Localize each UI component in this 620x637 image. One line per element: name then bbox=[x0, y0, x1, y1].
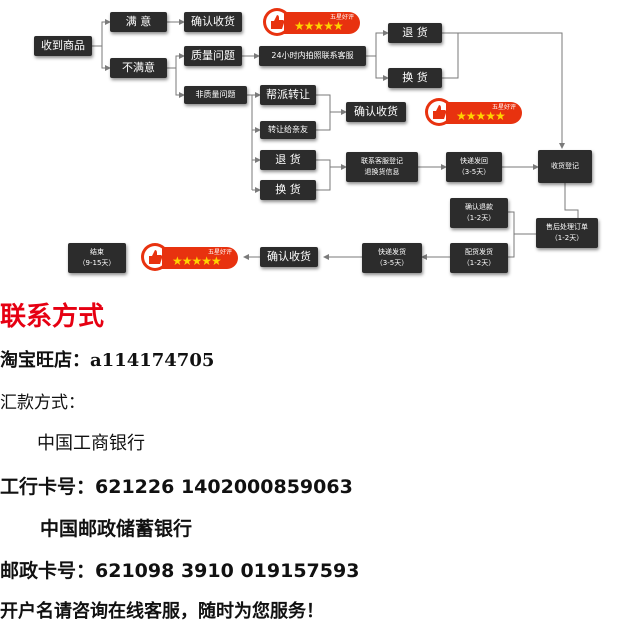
node-confirm-receipt-mid: 确认收货 bbox=[346, 102, 406, 122]
badge-label: 五星好评 bbox=[491, 104, 516, 111]
bank-name-psbc: 中国邮政储蓄银行 bbox=[40, 518, 193, 540]
psbc-card-line: 邮政卡号：621098 3910 019157593 bbox=[0, 556, 359, 583]
shop-label: 淘宝旺店： bbox=[0, 350, 90, 371]
node-confirm-receipt-bottom: 确认收货 bbox=[260, 247, 318, 267]
bank-name-icbc: 中国工商银行 bbox=[37, 433, 145, 454]
node-unsatisfied: 不满意 bbox=[110, 58, 167, 78]
node-express-return: 快递发回 （3-5天） bbox=[446, 152, 502, 182]
node-non-quality-issue: 非质量问题 bbox=[184, 86, 247, 104]
node-express-delivery: 快递发货 （3-5天） bbox=[362, 243, 422, 273]
icbc-card-number: 621226 1402000859063 bbox=[95, 476, 353, 498]
badge-label: 五星好评 bbox=[329, 14, 354, 21]
five-star-badge: 五星好评 ★★★★★ bbox=[140, 242, 240, 272]
node-exchange-top: 换 货 bbox=[388, 68, 442, 88]
five-star-badge: 五星好评 ★★★★★ bbox=[262, 7, 362, 37]
badge-label: 五星好评 bbox=[207, 249, 232, 256]
star-rating: ★★★★★ bbox=[456, 109, 506, 123]
star-rating: ★★★★★ bbox=[294, 19, 344, 33]
psbc-card-number: 621098 3910 019157593 bbox=[95, 560, 360, 582]
node-after-sale-processing: 售后处理订单 （1-2天） bbox=[536, 218, 598, 248]
node-exchange-mid: 换 货 bbox=[260, 180, 316, 200]
icbc-card-label: 工行卡号： bbox=[0, 476, 96, 498]
node-help-transfer: 帮派转让 bbox=[260, 85, 316, 105]
node-confirm-refund: 确认退款 （1-2天） bbox=[450, 198, 508, 228]
node-contact-within-24h: 24小时内拍照联系客服 bbox=[259, 46, 366, 66]
five-star-strip: 五星好评 ★★★★★ bbox=[162, 247, 238, 269]
five-star-strip: 五星好评 ★★★★★ bbox=[446, 102, 522, 124]
node-contact-service-register: 联系客服登记 退换货信息 bbox=[346, 152, 418, 182]
node-transfer-to-friend: 转让给亲友 bbox=[260, 121, 316, 139]
node-receive-goods: 收到商品 bbox=[34, 36, 92, 56]
remit-label: 汇款方式： bbox=[0, 393, 85, 413]
node-return-top: 退 货 bbox=[388, 23, 442, 43]
five-star-badge: 五星好评 ★★★★★ bbox=[424, 97, 524, 127]
contact-heading: 联系方式 bbox=[0, 302, 105, 332]
icbc-card-line: 工行卡号：621226 1402000859063 bbox=[0, 472, 353, 499]
star-rating: ★★★★★ bbox=[172, 254, 222, 268]
node-dispatch: 配货发货 （1-2天） bbox=[450, 243, 508, 273]
shop-line: 淘宝旺店：a114174705 bbox=[0, 346, 214, 372]
psbc-card-label: 邮政卡号： bbox=[0, 560, 96, 582]
node-satisfied: 满 意 bbox=[110, 12, 167, 32]
after-sale-flowchart: 收到商品 满 意 不满意 确认收货 质量问题 24小时内拍照联系客服 非质量问题… bbox=[0, 0, 620, 285]
shop-id: a114174705 bbox=[90, 350, 215, 371]
service-footer: 开户名请咨询在线客服，随时为您服务！ bbox=[0, 601, 324, 622]
node-return-mid: 退 货 bbox=[260, 150, 316, 170]
five-star-strip: 五星好评 ★★★★★ bbox=[284, 12, 360, 34]
node-end: 结束 （9-15天） bbox=[68, 243, 126, 273]
node-confirm-receipt-top: 确认收货 bbox=[184, 12, 242, 32]
node-quality-issue: 质量问题 bbox=[184, 46, 242, 66]
node-receive-register: 收货登记 bbox=[538, 150, 592, 183]
